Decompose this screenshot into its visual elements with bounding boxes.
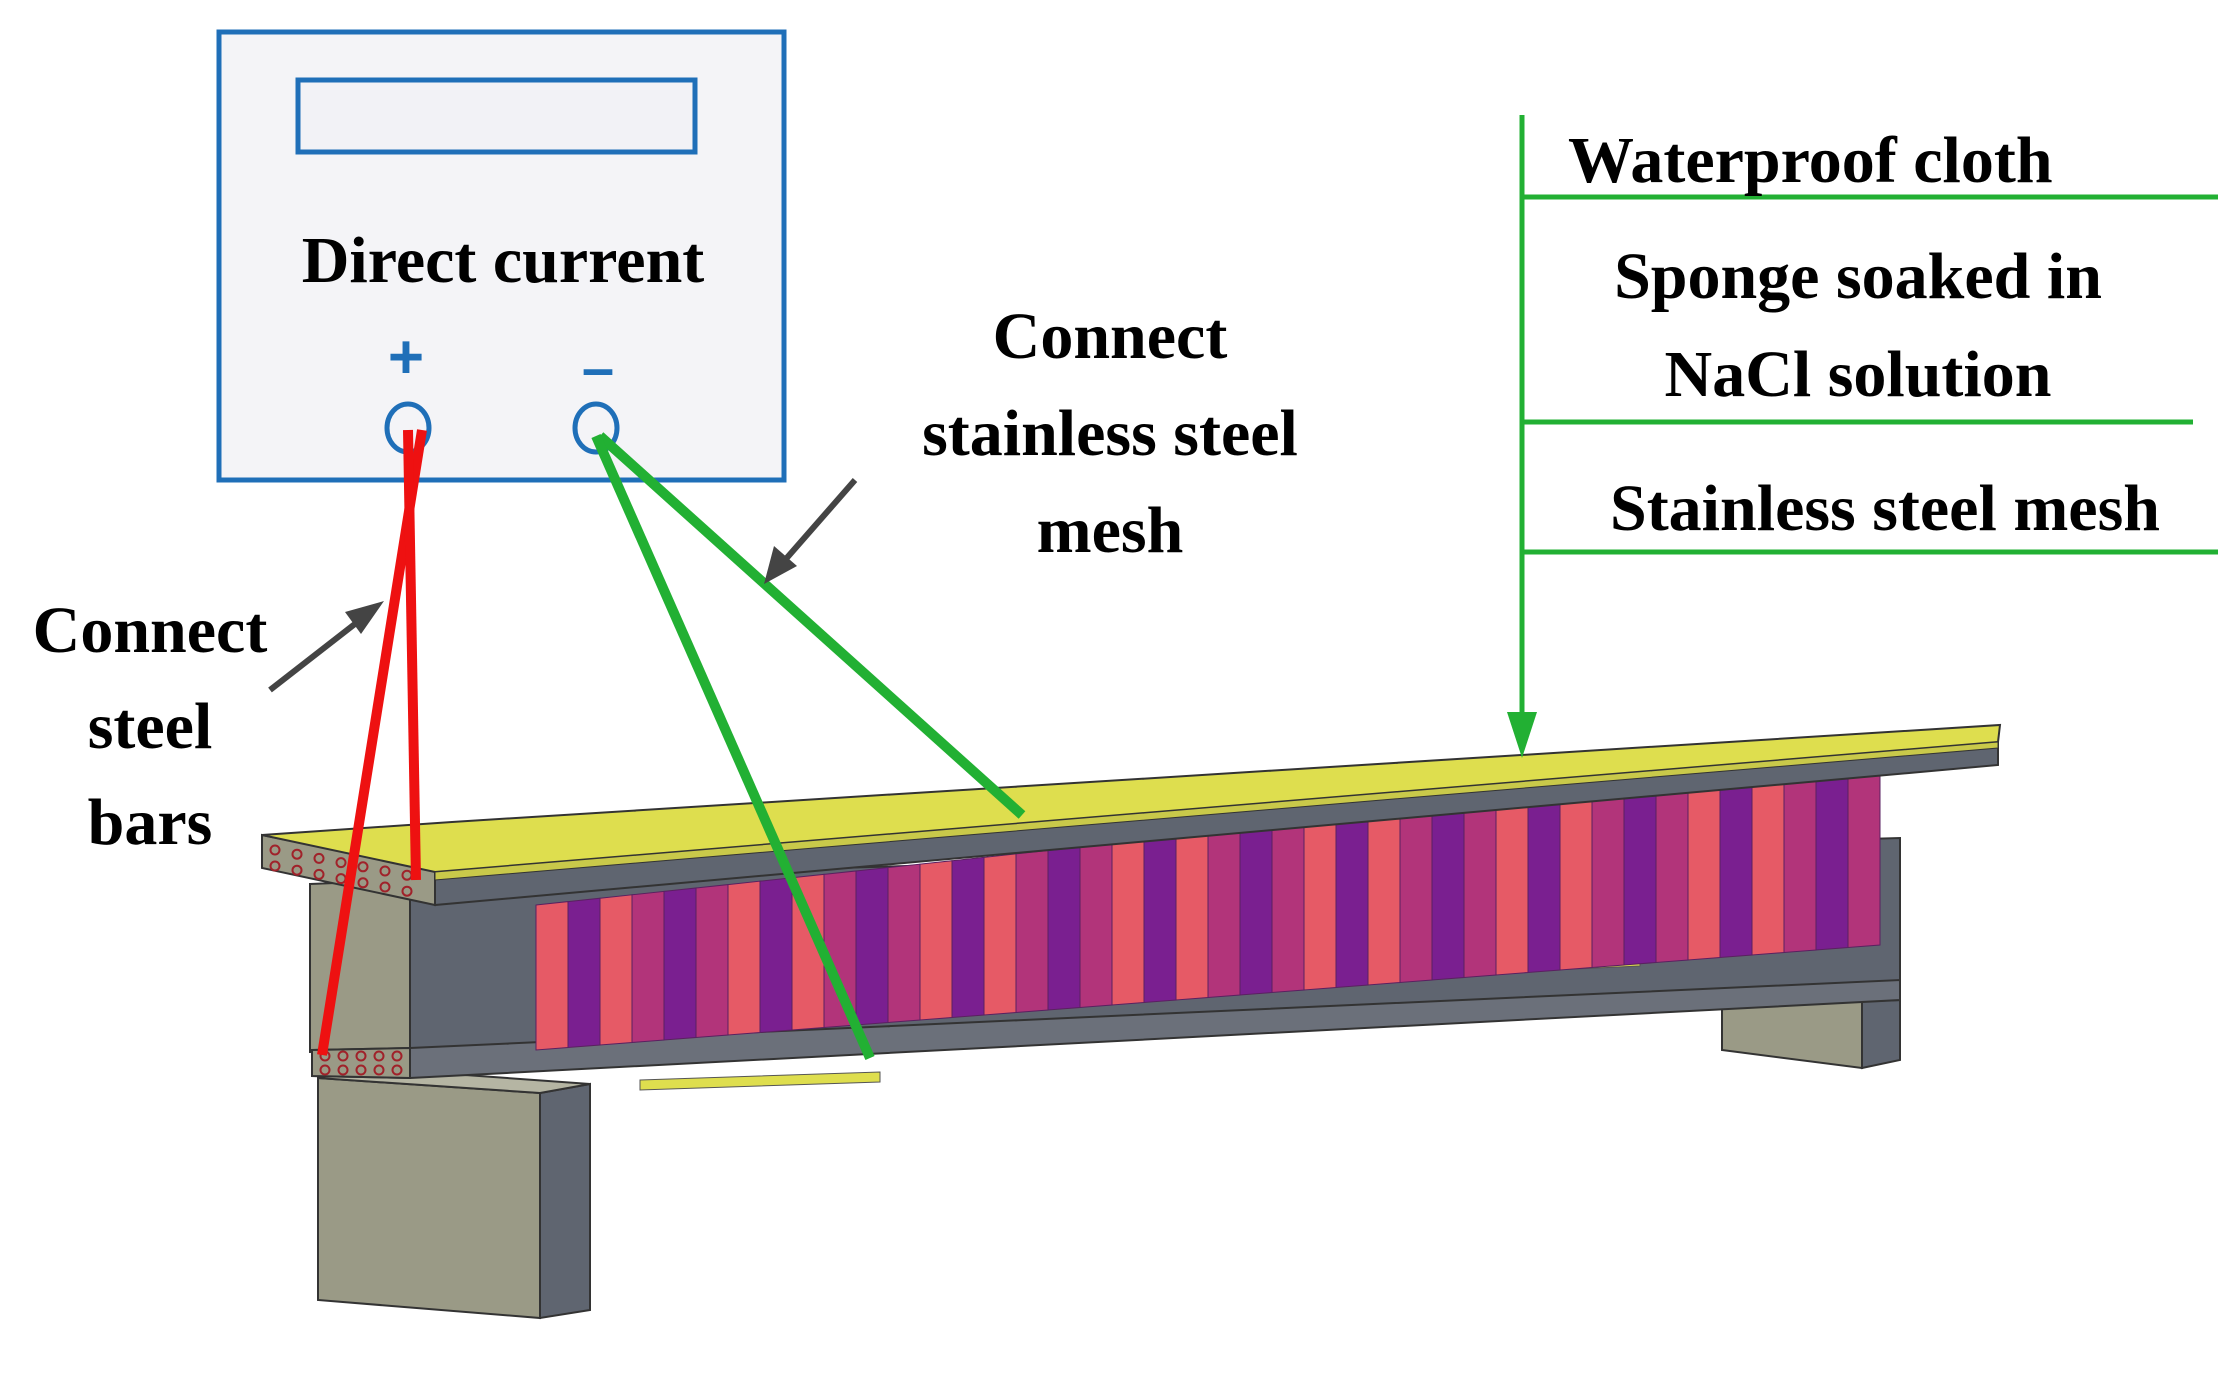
rebar-end	[357, 877, 369, 889]
rebar-end	[337, 1064, 349, 1076]
label-connect: Connect	[993, 300, 1228, 373]
stirrup-strip	[1687, 778, 1721, 961]
label-connect-steel-bars: Connect steel bars	[33, 594, 268, 859]
label-steel: steel	[88, 690, 213, 763]
top-flange	[261, 723, 2002, 1076]
stirrup-strip	[1591, 788, 1625, 969]
power-supply-label: Direct current	[302, 224, 705, 297]
stirrup-strip	[1239, 826, 1273, 996]
positive-wires	[317, 429, 427, 1056]
stirrup-strip	[631, 890, 665, 1044]
stirrup-strip	[1495, 798, 1529, 976]
stirrup-strip	[1623, 785, 1657, 966]
rebar-end	[269, 860, 281, 872]
rebar-end	[373, 1064, 385, 1076]
rebar-end	[379, 881, 391, 893]
stirrup-strip	[1079, 843, 1113, 1009]
stirrup-strip	[1815, 764, 1849, 951]
stirrup-strip	[759, 877, 793, 1034]
rebar-end	[391, 1064, 403, 1076]
stirrup-strip	[1399, 809, 1433, 984]
label-stainless-steel-mesh: Stainless steel mesh	[1610, 472, 2160, 545]
stirrup-strip	[855, 866, 889, 1026]
rebar-end	[313, 868, 325, 880]
mesh-arrow	[764, 478, 858, 584]
stirrup-strip	[919, 860, 953, 1021]
rebar-end	[355, 1064, 367, 1076]
stirrup-strip	[1047, 846, 1081, 1011]
stirrup-strip	[1335, 815, 1369, 989]
rebar-end	[269, 844, 281, 856]
stirrup-strip	[1847, 761, 1881, 949]
left-support	[317, 1066, 591, 1320]
rebar-end	[379, 865, 391, 877]
label-waterproof-cloth: Waterproof cloth	[1568, 124, 2053, 197]
rebar-end	[291, 848, 303, 860]
stirrup-strip	[1271, 822, 1305, 994]
negative-terminal[interactable]	[572, 401, 620, 455]
label-connect-mesh: Connect stainless steel mesh	[922, 300, 1298, 567]
stirrup-strip	[1783, 768, 1817, 954]
rebar-end	[391, 1050, 403, 1062]
steel-bars-arrow	[268, 601, 384, 693]
label-sponge-line1: Sponge soaked in	[1614, 240, 2102, 313]
label-connect: Connect	[33, 594, 268, 667]
stirrup-strip	[1175, 832, 1209, 1001]
rebar-end	[337, 1050, 349, 1062]
negative-wires	[591, 432, 1026, 1061]
stirrup-band	[535, 761, 1881, 1051]
stirrup-strip	[535, 901, 569, 1051]
stirrup-strip	[599, 894, 633, 1046]
rebar-end	[335, 857, 347, 869]
label-mesh: mesh	[1037, 494, 1184, 567]
stirrup-strip	[727, 880, 761, 1036]
stirrup-strip	[1463, 802, 1497, 979]
waterproof-cloth-surface	[261, 723, 2002, 874]
negative-symbol: –	[582, 336, 614, 401]
label-bars: bars	[88, 786, 213, 859]
stirrup-strip	[983, 853, 1017, 1016]
stirrup-strip	[1431, 805, 1465, 981]
stirrup-strip	[1655, 781, 1689, 964]
stirrup-strip	[663, 887, 697, 1041]
stirrup-strip	[695, 884, 729, 1039]
label-stainless-steel: stainless steel	[922, 397, 1298, 470]
stirrup-strip	[1303, 819, 1337, 991]
stirrup-strip	[887, 863, 921, 1024]
display-screen	[295, 77, 698, 155]
stirrup-strip	[1527, 795, 1561, 974]
stirrup-strip	[1559, 792, 1593, 971]
rebar-end	[357, 861, 369, 873]
stirrup-strip	[1367, 812, 1401, 986]
layer-legend	[1507, 115, 2218, 758]
stirrup-strip	[1207, 829, 1241, 999]
dc-power-supply: Direct current + –	[216, 29, 787, 483]
rebar-end	[319, 1064, 331, 1076]
stirrup-strip	[1719, 775, 1753, 959]
stirrup-strip	[1111, 839, 1145, 1006]
stirrup-strip	[1751, 771, 1785, 956]
stirrup-strip	[951, 856, 985, 1019]
rebar-end	[355, 1050, 367, 1062]
stirrup-strip	[1143, 836, 1177, 1004]
stirrup-strip	[567, 897, 601, 1049]
rebar-end	[291, 864, 303, 876]
rebar-end	[313, 852, 325, 864]
rebar-end	[401, 885, 413, 897]
top-rebar-ends	[269, 844, 413, 897]
positive-symbol: +	[388, 323, 424, 392]
label-sponge-line2: NaCl solution	[1665, 338, 2052, 411]
stirrup-strip	[1015, 849, 1049, 1014]
rebar-end	[373, 1050, 385, 1062]
